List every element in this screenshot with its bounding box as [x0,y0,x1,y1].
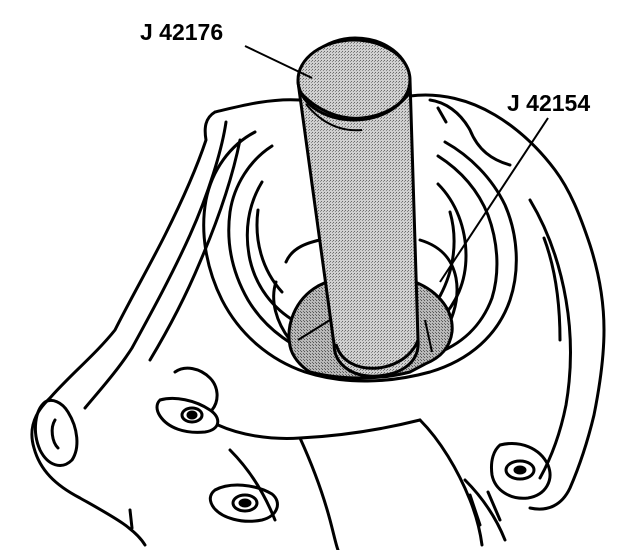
leader-line-j-42154 [439,117,549,283]
leader-lines [244,45,549,283]
installer-j-42176-shape [296,36,420,378]
leader-line-j-42176 [244,45,313,79]
callout-j-42176: J 42176 [140,19,223,45]
housing-body [30,93,606,550]
callout-j-42154: J 42154 [507,90,590,116]
